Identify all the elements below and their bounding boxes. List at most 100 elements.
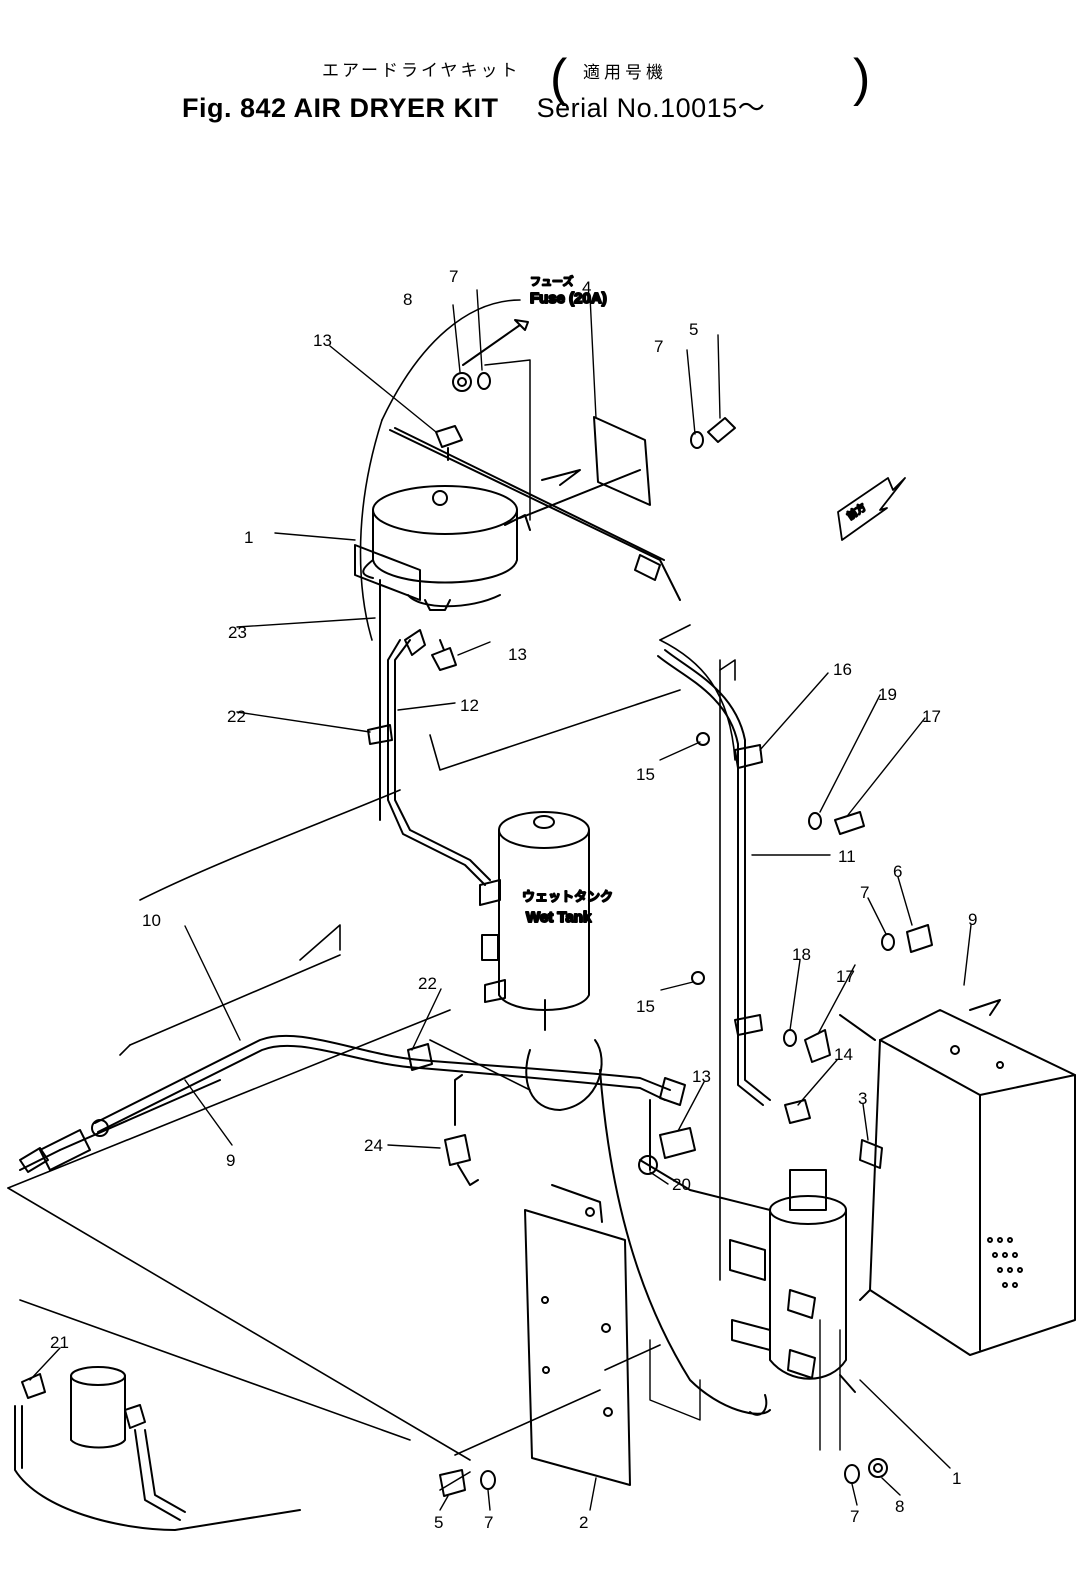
clamp-16 bbox=[734, 744, 763, 769]
callout-14: 14 bbox=[834, 1045, 853, 1064]
washer-7-top bbox=[477, 372, 491, 390]
plate-2 bbox=[524, 1184, 631, 1486]
callout-20: 20 bbox=[672, 1175, 691, 1194]
fitting-13-mid bbox=[431, 639, 457, 671]
bolt-5-bottom bbox=[439, 1469, 466, 1497]
pipe-upper-diagonal bbox=[389, 429, 681, 601]
clamp-22-upper bbox=[367, 724, 393, 745]
nut-8-lower-right bbox=[868, 1458, 888, 1478]
callout-12: 12 bbox=[460, 696, 479, 715]
harness-connector bbox=[749, 1394, 768, 1416]
fitting-pipe-10-end bbox=[659, 1077, 686, 1106]
callout-8: 8 bbox=[403, 290, 412, 309]
washer-7-right-top bbox=[690, 431, 704, 449]
washer-7-lower-right bbox=[844, 1464, 860, 1484]
callout-5: 5 bbox=[689, 320, 698, 339]
callout-17: 17 bbox=[836, 967, 855, 986]
callout-16: 16 bbox=[833, 660, 852, 679]
callout-19: 19 bbox=[878, 685, 897, 704]
fitting-20 bbox=[638, 1155, 771, 1211]
callout-5: 5 bbox=[434, 1513, 443, 1532]
title-japanese-serial: 適用号機 bbox=[583, 63, 667, 83]
connector-13-lower bbox=[659, 1127, 696, 1159]
bolt-17-upper bbox=[834, 811, 865, 835]
control-box bbox=[839, 999, 1076, 1356]
callout-6: 6 bbox=[893, 862, 902, 881]
callout-1: 1 bbox=[244, 528, 253, 547]
bracket-3 bbox=[859, 1139, 883, 1169]
clamp-22-lower bbox=[407, 1043, 433, 1071]
title-japanese: エアードライヤキット bbox=[322, 61, 521, 81]
callout-15: 15 bbox=[636, 997, 655, 1016]
callout-21: 21 bbox=[50, 1333, 69, 1352]
callout-8: 8 bbox=[895, 1497, 904, 1516]
part-21-canister bbox=[14, 1366, 301, 1531]
front-direction-label: 前方 bbox=[844, 501, 868, 523]
grommet-15-lower bbox=[691, 971, 705, 985]
bolt-5-top bbox=[707, 417, 736, 443]
pipe-9 bbox=[19, 1079, 221, 1173]
fitting-upper bbox=[634, 554, 661, 581]
callout-3: 3 bbox=[858, 1089, 867, 1108]
air-dryer-upper bbox=[354, 485, 531, 611]
harness-wire bbox=[599, 1069, 771, 1415]
fuse-label-en: Fuse (20A) bbox=[530, 290, 607, 307]
callout-13: 13 bbox=[313, 331, 332, 350]
figure-title-serial: Serial No.10015～ bbox=[536, 93, 766, 123]
callout-2: 2 bbox=[579, 1513, 588, 1532]
fuse-bracket-line bbox=[484, 359, 531, 521]
open-paren: ( bbox=[550, 49, 568, 107]
fitting-pipe-9-end bbox=[39, 1119, 109, 1171]
callout-7: 7 bbox=[860, 883, 869, 902]
wet-tank-label-jp: ウェットタンク bbox=[522, 890, 613, 905]
washer-7-box bbox=[881, 933, 895, 951]
pipe-12 bbox=[387, 629, 491, 886]
callout-11: 11 bbox=[838, 847, 856, 866]
callout-24: 24 bbox=[364, 1136, 383, 1155]
grommet-15-upper bbox=[696, 732, 710, 746]
washer-18 bbox=[783, 1029, 797, 1047]
callout-13: 13 bbox=[508, 645, 527, 664]
callout-23: 23 bbox=[228, 623, 247, 642]
bolt-6 bbox=[906, 924, 933, 953]
callout-labels: 7 8 13 7 5 4 1 23 13 12 22 16 19 17 15 1… bbox=[50, 267, 977, 1532]
callout-22: 22 bbox=[418, 974, 437, 993]
nut-8-top bbox=[452, 372, 472, 392]
bracket-outline-lower bbox=[649, 1339, 701, 1421]
close-paren: ) bbox=[853, 49, 871, 107]
callout-4: 4 bbox=[582, 278, 591, 297]
figure-title-main: Fig. 842 AIR DRYER KIT bbox=[182, 93, 499, 123]
fitting-14 bbox=[784, 1099, 811, 1124]
front-direction-arrow bbox=[837, 477, 906, 541]
callout-13: 13 bbox=[692, 1067, 711, 1086]
fuse-label-jp: フューズ bbox=[530, 274, 573, 288]
callout-9: 9 bbox=[226, 1151, 235, 1170]
floor-outline bbox=[7, 299, 736, 1491]
wet-tank bbox=[479, 811, 603, 1111]
callout-7: 7 bbox=[484, 1513, 493, 1532]
pipe-11 bbox=[657, 649, 771, 1106]
air-dryer-lower bbox=[729, 1169, 856, 1451]
callout-22: 22 bbox=[227, 707, 246, 726]
figure-title: Fig. 842 AIR DRYER KIT Serial No.10015～ bbox=[182, 86, 765, 125]
washer-19 bbox=[808, 812, 822, 830]
callout-7: 7 bbox=[654, 337, 663, 356]
callout-17: 17 bbox=[922, 707, 941, 726]
mounting-bracket-upper bbox=[519, 416, 651, 519]
wet-tank-label-en: Wet Tank bbox=[526, 909, 592, 926]
callout-15: 15 bbox=[636, 765, 655, 784]
callout-10: 10 bbox=[142, 911, 161, 930]
callout-7: 7 bbox=[449, 267, 458, 286]
fuse-wire bbox=[462, 319, 529, 366]
washer-7-bottom bbox=[480, 1470, 496, 1490]
drain-valve-24 bbox=[444, 1074, 479, 1186]
callout-9: 9 bbox=[968, 910, 977, 929]
callout-1: 1 bbox=[952, 1469, 961, 1488]
leader-lines bbox=[29, 289, 972, 1511]
clamp-18 bbox=[734, 1014, 763, 1036]
callout-7: 7 bbox=[850, 1507, 859, 1526]
bolt-17-lower bbox=[804, 1029, 831, 1063]
callout-18: 18 bbox=[792, 945, 811, 964]
